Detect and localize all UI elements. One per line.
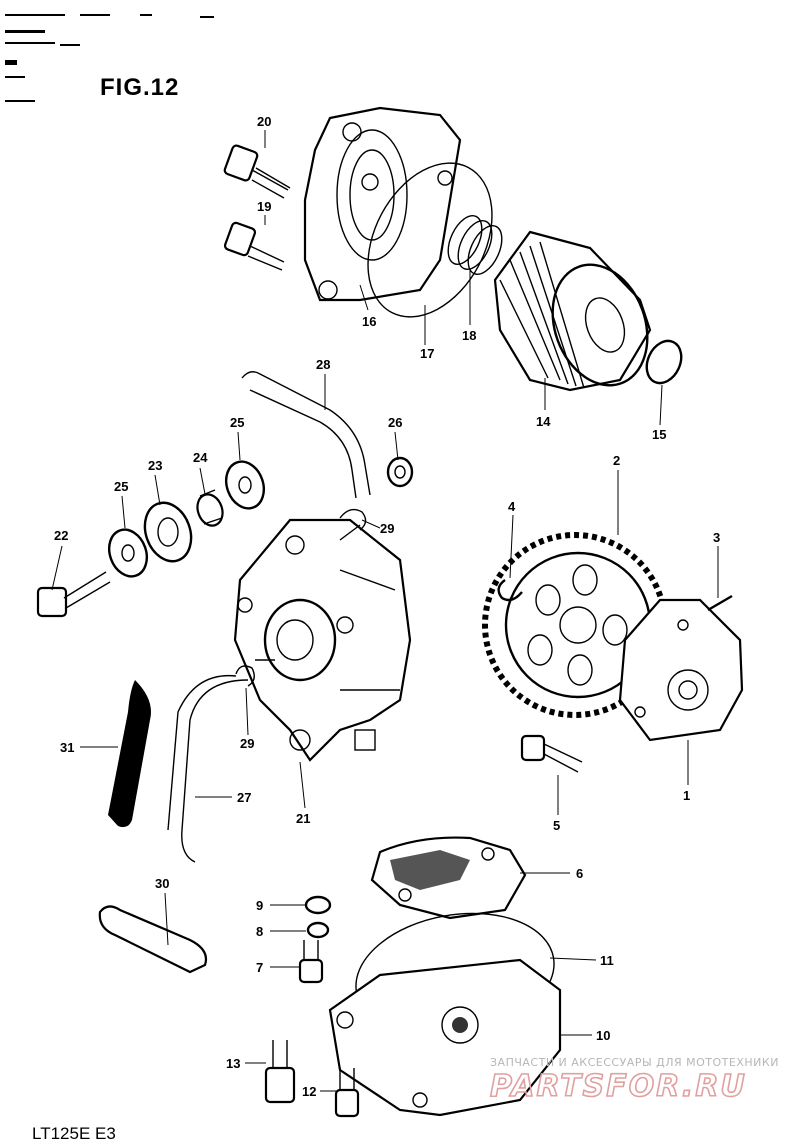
label-11: 11 bbox=[600, 953, 614, 968]
hose-27 bbox=[167, 674, 249, 863]
scan-noise bbox=[5, 14, 214, 102]
label-27: 27 bbox=[237, 790, 251, 805]
pin-3 bbox=[707, 594, 733, 612]
oil-pump-21 bbox=[233, 518, 412, 762]
label-6: 6 bbox=[576, 866, 583, 881]
label-12: 12 bbox=[302, 1084, 316, 1099]
label-8: 8 bbox=[256, 924, 263, 939]
spring-18 bbox=[447, 215, 503, 275]
label-22: 22 bbox=[54, 528, 68, 543]
label-3: 3 bbox=[713, 530, 720, 545]
label-19: 19 bbox=[257, 199, 271, 214]
label-26: 26 bbox=[388, 415, 402, 430]
filter-cap bbox=[303, 106, 462, 302]
figure-title: FIG.12 bbox=[100, 74, 180, 101]
clamp-29-top bbox=[339, 508, 367, 531]
cover-10 bbox=[328, 958, 562, 1117]
label-5: 5 bbox=[553, 818, 560, 833]
clamp-29-bottom bbox=[235, 665, 255, 687]
bolt-20 bbox=[223, 144, 291, 199]
label-9: 9 bbox=[256, 898, 263, 913]
label-13: 13 bbox=[226, 1056, 240, 1071]
bracket-30 bbox=[98, 905, 208, 974]
hose-28 bbox=[241, 371, 371, 499]
label-20: 20 bbox=[257, 114, 271, 129]
washer-8 bbox=[306, 921, 330, 939]
o-ring-17 bbox=[367, 162, 493, 318]
model-label: LT125E E3 bbox=[32, 1124, 116, 1143]
label-7: 7 bbox=[256, 960, 263, 975]
watermark-tagline: ЗАПЧАСТИ И АКСЕССУАРЫ ДЛЯ МОТОТЕХНИКИ bbox=[490, 1056, 779, 1069]
label-30: 30 bbox=[155, 876, 169, 891]
label-31: 31 bbox=[60, 740, 74, 755]
washer-25-left bbox=[107, 528, 149, 578]
label-4: 4 bbox=[508, 499, 516, 514]
grommet-23 bbox=[143, 501, 193, 563]
washer-9 bbox=[304, 895, 332, 915]
label-1: 1 bbox=[683, 788, 690, 803]
label-18: 18 bbox=[462, 328, 476, 343]
watermark: ЗАПЧАСТИ И АКСЕССУАРЫ ДЛЯ МОТОТЕХНИКИ PA… bbox=[489, 1056, 779, 1105]
label-23: 23 bbox=[148, 458, 162, 473]
clip-4 bbox=[497, 579, 523, 602]
label-16: 16 bbox=[362, 314, 376, 329]
oil-pump-body-1 bbox=[618, 598, 744, 742]
washer-25-right bbox=[224, 460, 266, 510]
part-number-labels: 20 19 16 17 18 14 15 28 26 25 24 23 25 2… bbox=[54, 114, 720, 1099]
bolt-22 bbox=[36, 571, 111, 618]
label-28: 28 bbox=[316, 357, 330, 372]
watermark-logo: PARTSFOR.RU bbox=[490, 1069, 747, 1104]
label-17: 17 bbox=[420, 346, 434, 361]
label-10: 10 bbox=[596, 1028, 610, 1043]
label-29b: 29 bbox=[240, 736, 254, 751]
bolt-13 bbox=[264, 1040, 296, 1104]
label-25a: 25 bbox=[114, 479, 128, 494]
bolt-19 bbox=[223, 221, 285, 271]
collar-24 bbox=[196, 489, 224, 527]
bolt-12 bbox=[334, 1068, 360, 1118]
label-2: 2 bbox=[613, 453, 620, 468]
bolt-5 bbox=[520, 734, 583, 773]
label-29a: 29 bbox=[380, 521, 394, 536]
label-15: 15 bbox=[652, 427, 666, 442]
bolt-7 bbox=[298, 940, 324, 984]
o-ring-15 bbox=[645, 339, 683, 385]
label-25b: 25 bbox=[230, 415, 244, 430]
label-14: 14 bbox=[536, 414, 551, 429]
damper-31 bbox=[108, 680, 151, 828]
filter-element-14 bbox=[493, 230, 652, 392]
gasket-6 bbox=[370, 836, 527, 920]
leader-lines bbox=[51, 130, 719, 1092]
washer-26 bbox=[386, 456, 414, 488]
label-21: 21 bbox=[296, 811, 310, 826]
label-24: 24 bbox=[193, 450, 208, 465]
